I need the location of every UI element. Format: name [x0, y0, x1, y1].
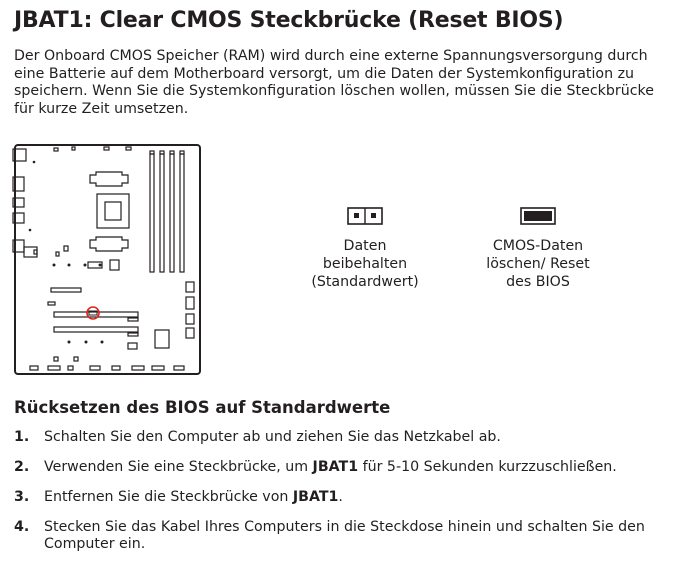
- jumper-keep-data: Daten beibehalten (Standardwert): [290, 207, 440, 291]
- step-text: Schalten Sie den Computer ab und ziehen …: [44, 429, 501, 445]
- steps-list: 1. Schalten Sie den Computer ab und zieh…: [14, 429, 674, 566]
- intro-paragraph: Der Onboard CMOS Speicher (RAM) wird dur…: [14, 48, 654, 117]
- step-text: Stecken Sie das Kabel Ihres Computers in…: [44, 519, 645, 552]
- page-title: JBAT1: Clear CMOS Steckbrücke (Reset BIO…: [14, 8, 564, 33]
- step-number: 2.: [14, 459, 30, 475]
- step-number: 3.: [14, 489, 30, 505]
- jbat1-highlight-circle: [86, 306, 100, 320]
- jumper-clear-cmos-label: CMOS-Daten löschen/ Reset des BIOS: [486, 238, 590, 290]
- jumper-closed-icon: [520, 207, 556, 225]
- step-item: 1. Schalten Sie den Computer ab und zieh…: [14, 429, 674, 446]
- jumper-keep-data-label: Daten beibehalten (Standardwert): [311, 238, 419, 290]
- step-item: 2. Verwenden Sie eine Steckbrücke, um JB…: [14, 459, 674, 476]
- step-number: 4.: [14, 519, 30, 535]
- jumper-open-icon: [347, 207, 383, 225]
- motherboard-diagram: [12, 144, 201, 375]
- section-title: Rücksetzen des BIOS auf Standardwerte: [14, 398, 391, 417]
- step-item: 3. Entfernen Sie die Steckbrücke von JBA…: [14, 489, 674, 506]
- step-text: Entfernen Sie die Steckbrücke von JBAT1.: [44, 489, 343, 505]
- jumper-clear-cmos: CMOS-Daten löschen/ Reset des BIOS: [463, 207, 613, 291]
- step-number: 1.: [14, 429, 30, 445]
- step-item: 4. Stecken Sie das Kabel Ihres Computers…: [14, 519, 674, 553]
- step-text: Verwenden Sie eine Steckbrücke, um JBAT1…: [44, 459, 617, 475]
